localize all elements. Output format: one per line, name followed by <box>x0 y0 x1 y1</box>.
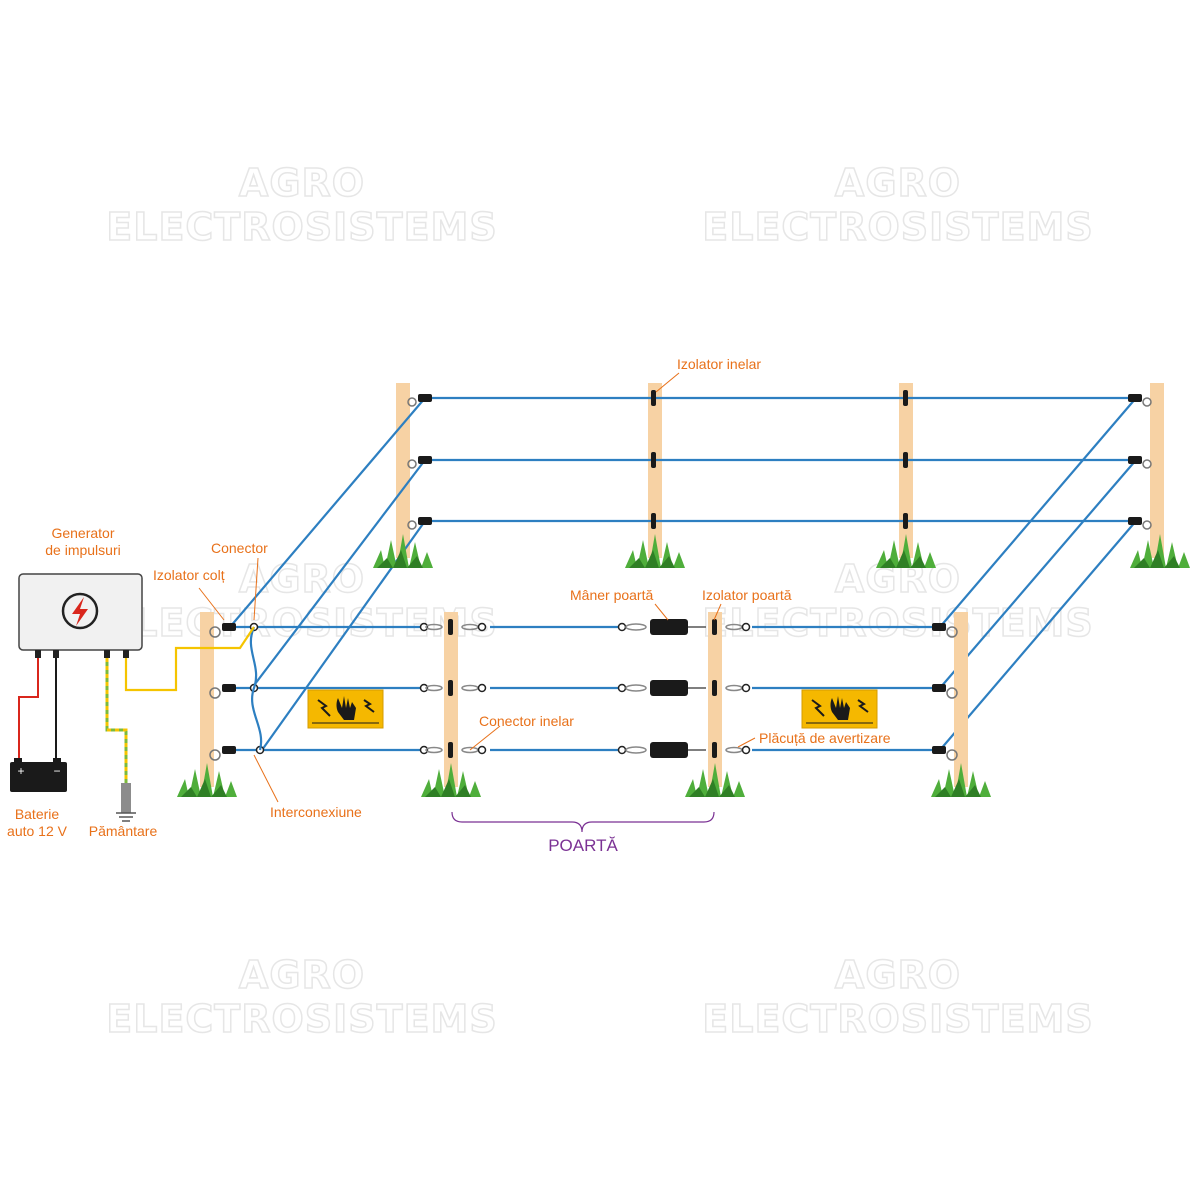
gate-insulator <box>712 619 751 758</box>
post <box>1150 383 1164 558</box>
wire <box>229 397 426 628</box>
generator-label-line2: de impulsuri <box>45 542 120 558</box>
gate-handle <box>617 619 706 758</box>
wire <box>939 520 1137 751</box>
grounding-label: Pământare <box>89 823 158 839</box>
battery-label-line2: auto 12 V <box>7 823 68 839</box>
corner-insulator <box>1128 394 1152 530</box>
watermark-line2: ELECTROSISTEMS <box>106 997 497 1041</box>
corner-insulator <box>209 623 958 761</box>
interconnection-label: Interconexiune <box>270 804 362 820</box>
watermarks: AGRO ELECTROSISTEMS AGRO ELECTROSISTEMS … <box>106 160 1094 1042</box>
ground-icon <box>116 783 136 822</box>
corner-insulator <box>407 394 432 530</box>
leader-lines <box>198 372 756 803</box>
watermark-line1: AGRO <box>835 953 961 997</box>
warning-hand-icon <box>317 696 375 720</box>
back-wires <box>425 396 1136 523</box>
watermark-line1: AGRO <box>239 161 365 205</box>
impulse-generator <box>18 573 143 658</box>
watermark-line2: ELECTROSISTEMS <box>702 205 1093 249</box>
battery-plus-sign: + <box>17 764 24 778</box>
warning-sign <box>307 689 384 729</box>
corner-insulator-label: Izolator colț <box>153 567 225 583</box>
back-grass <box>373 534 1190 568</box>
grass-icon <box>876 534 936 568</box>
front-grass <box>177 763 991 797</box>
battery-icon: + − <box>10 758 67 792</box>
back-posts <box>396 383 1164 558</box>
generator-label-line1: Generator <box>51 525 114 541</box>
grass-icon <box>421 763 481 797</box>
warning-sign <box>801 689 878 729</box>
ring-insulator-label: Izolator inelar <box>677 356 761 372</box>
ring-connector-label: Conector inelar <box>479 713 574 729</box>
wire <box>939 459 1137 689</box>
wire <box>939 397 1137 628</box>
grass-icon <box>931 763 991 797</box>
ring-connector <box>419 619 487 758</box>
post <box>708 612 722 787</box>
warning-sign-label: Plăcuță de avertizare <box>759 730 891 746</box>
grass-icon <box>177 763 237 797</box>
battery-label-line1: Baterie <box>15 806 60 822</box>
interconnection-wire <box>249 626 263 751</box>
post <box>396 383 410 558</box>
labels: Generator de impulsuri Izolator colț Con… <box>7 356 891 839</box>
watermark-line2: ELECTROSISTEMS <box>702 601 1093 645</box>
battery-plus-wire <box>18 658 39 762</box>
watermark-line1: AGRO <box>239 953 365 997</box>
watermark-line2: ELECTROSISTEMS <box>702 997 1093 1041</box>
ground-wire <box>105 658 128 783</box>
post <box>648 383 662 558</box>
grass-icon <box>373 534 433 568</box>
lightning-icon <box>61 592 99 630</box>
grass-icon <box>685 763 745 797</box>
side-wires <box>229 397 1137 751</box>
grass-icon <box>625 534 685 568</box>
post <box>899 383 913 558</box>
post <box>200 612 214 787</box>
gate-handle-label: Mâner poartă <box>570 587 653 603</box>
post <box>444 612 458 787</box>
gate-insulator-label: Izolator poartă <box>702 587 792 603</box>
battery-minus-sign: − <box>53 764 60 778</box>
gate-label: POARTĂ <box>548 836 618 855</box>
generator-fence-wire <box>124 626 255 692</box>
watermark-line2: ELECTROSISTEMS <box>106 205 497 249</box>
post <box>954 612 968 787</box>
ring-insulator <box>651 390 908 529</box>
warning-hand-icon <box>811 696 869 720</box>
gate-brace: POARTĂ <box>451 811 715 855</box>
front-posts <box>200 612 968 787</box>
grass-icon <box>1130 534 1190 568</box>
connector-label: Conector <box>211 540 268 556</box>
watermark-line1: AGRO <box>835 161 961 205</box>
wire <box>251 459 426 689</box>
back-insulators <box>407 390 1152 530</box>
